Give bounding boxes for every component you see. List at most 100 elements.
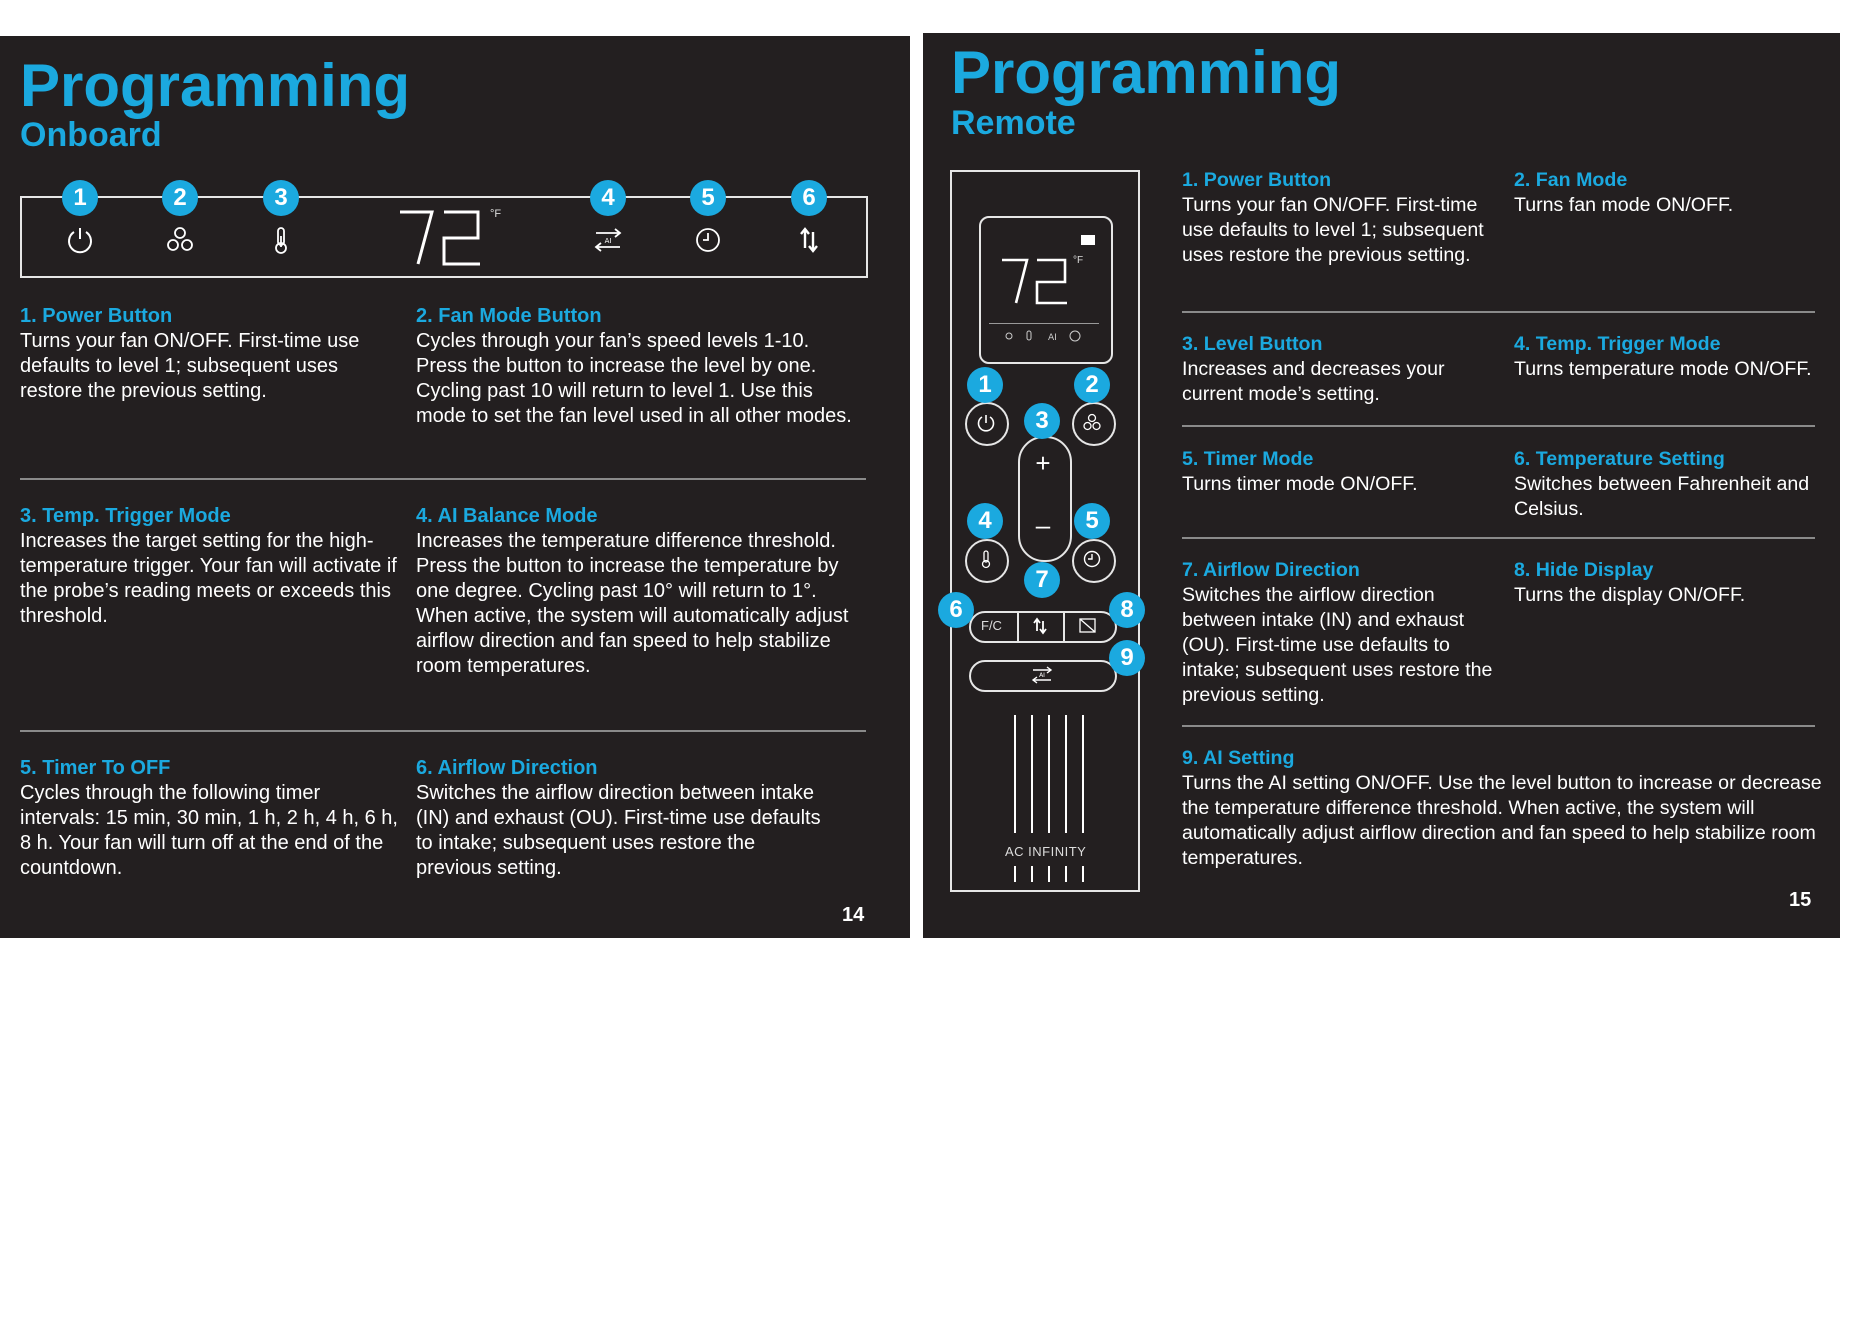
callout-badge-6: 6	[938, 592, 974, 628]
section-heading: 2. Fan Mode	[1514, 169, 1628, 191]
divider	[20, 478, 866, 480]
section-heading: 6. Temperature Setting	[1514, 448, 1725, 470]
section-airflow-direction: 6. Airflow Direction Switches the airflo…	[416, 756, 836, 881]
section-heading: 5. Timer Mode	[1182, 448, 1314, 470]
remote-ai-setting-button[interactable]	[969, 660, 1117, 692]
manual-page-14: Programming Onboard 1 2 3 4 5 6 °F AI	[0, 36, 910, 938]
temperature-display	[400, 210, 480, 266]
svg-text:AI: AI	[1039, 672, 1045, 679]
divider	[20, 730, 866, 732]
remote-brand-logo: AC INFINITY	[1005, 844, 1087, 859]
level-minus[interactable]: –	[1035, 510, 1051, 540]
section-text: Switches the airflow direction between i…	[1182, 584, 1493, 706]
screen-status-icons: AI	[1005, 330, 1081, 343]
remote-temperature-display	[1002, 258, 1067, 305]
section-heading: 6. Airflow Direction	[416, 757, 598, 779]
section-power-button: 1. Power Button Turns your fan ON/OFF. F…	[20, 304, 400, 404]
section-text: Cycles through your fan’s speed levels 1…	[416, 330, 852, 427]
callout-badge-3: 3	[263, 180, 299, 216]
remote-button-row	[969, 611, 1117, 643]
section-text: Turns timer mode ON/OFF.	[1182, 473, 1418, 495]
section-ai-balance-mode: 4. AI Balance Mode Increases the tempera…	[416, 504, 856, 679]
section-text: Turns the AI setting ON/OFF. Use the lev…	[1182, 772, 1822, 869]
section-heading: 7. Airflow Direction	[1182, 559, 1360, 581]
timer-icon[interactable]	[690, 222, 726, 258]
section-airflow-direction: 7. Airflow Direction Switches the airflo…	[1182, 558, 1502, 708]
page-subtitle: Remote	[951, 104, 1076, 142]
power-icon[interactable]	[62, 222, 98, 258]
page-subtitle: Onboard	[20, 116, 162, 154]
section-heading: 1. Power Button	[1182, 169, 1332, 191]
screen-divider	[989, 323, 1099, 324]
section-heading: 2. Fan Mode Button	[416, 305, 602, 327]
remote-fan-mode-button[interactable]	[1072, 402, 1116, 446]
section-heading: 3. Temp. Trigger Mode	[20, 505, 231, 527]
divider	[1182, 311, 1815, 313]
section-temp-trigger-mode: 4. Temp. Trigger Mode Turns temperature …	[1514, 332, 1814, 382]
remote-power-button[interactable]	[965, 402, 1009, 446]
ai-balance-icon: AI	[1031, 666, 1053, 684]
callout-badge-2: 2	[1074, 367, 1110, 403]
callout-badge-4: 4	[967, 503, 1003, 539]
level-plus[interactable]: +	[1035, 448, 1051, 478]
manual-page-15: Programming Remote °F AI + –	[923, 33, 1840, 938]
callout-badge-6: 6	[791, 180, 827, 216]
airflow-icon[interactable]	[791, 222, 827, 258]
section-heading: 5. Timer To OFF	[20, 757, 171, 779]
section-temperature-setting: 6. Temperature Setting Switches between …	[1514, 447, 1824, 522]
section-heading: 8. Hide Display	[1514, 559, 1654, 581]
remote-timer-button[interactable]	[1072, 539, 1116, 583]
callout-badge-7: 7	[1024, 562, 1060, 598]
page-number: 15	[1789, 889, 1812, 911]
section-heading: 1. Power Button	[20, 305, 173, 327]
section-timer-to-off: 5. Timer To OFF Cycles through the follo…	[20, 756, 400, 881]
section-hide-display: 8. Hide Display Turns the display ON/OFF…	[1514, 558, 1814, 608]
hide-display-icon[interactable]	[1078, 617, 1098, 635]
section-text: Turns temperature mode ON/OFF.	[1514, 358, 1812, 380]
page-title: Programming	[951, 39, 1342, 106]
power-icon	[977, 415, 995, 432]
page-title: Programming	[20, 52, 411, 119]
callout-badge-3: 3	[1024, 403, 1060, 439]
section-fan-mode: 2. Fan Mode Turns fan mode ON/OFF.	[1514, 168, 1814, 218]
section-temp-trigger-mode: 3. Temp. Trigger Mode Increases the targ…	[20, 504, 400, 629]
timer-icon	[1083, 550, 1101, 568]
section-heading: 4. Temp. Trigger Mode	[1514, 333, 1721, 355]
section-text: Turns your fan ON/OFF. First-time use de…	[1182, 194, 1484, 266]
section-heading: 4. AI Balance Mode	[416, 505, 598, 527]
section-ai-setting: 9. AI Setting Turns the AI setting ON/OF…	[1182, 746, 1822, 871]
remote-grille-bottom	[1014, 866, 1084, 882]
remote-screen	[979, 216, 1113, 364]
section-text: Switches the airflow direction between i…	[416, 782, 821, 879]
section-heading: 3. Level Button	[1182, 333, 1323, 355]
callout-badge-2: 2	[162, 180, 198, 216]
section-text: Cycles through the following timer inter…	[20, 782, 398, 879]
fan-icon	[1083, 413, 1101, 431]
page-number: 14	[842, 904, 865, 926]
divider	[1182, 425, 1815, 427]
section-text: Increases and decreases your current mod…	[1182, 358, 1445, 405]
remote-temp-trigger-button[interactable]	[965, 539, 1009, 583]
temperature-unit: °F	[490, 208, 502, 220]
section-timer-mode: 5. Timer Mode Turns timer mode ON/OFF.	[1182, 447, 1492, 497]
thermometer-icon[interactable]	[263, 222, 299, 258]
section-level-button: 3. Level Button Increases and decreases …	[1182, 332, 1492, 407]
section-fan-mode-button: 2. Fan Mode Button Cycles through your f…	[416, 304, 856, 429]
section-text: Turns your fan ON/OFF. First-time use de…	[20, 330, 360, 402]
ai-balance-icon[interactable]: AI	[590, 222, 626, 258]
section-text: Increases the temperature difference thr…	[416, 530, 849, 677]
fan-icon[interactable]	[162, 222, 198, 258]
battery-icon	[1081, 235, 1095, 245]
thermometer-icon	[981, 550, 991, 569]
callout-badge-5: 5	[690, 180, 726, 216]
section-text: Turns fan mode ON/OFF.	[1514, 194, 1734, 216]
svg-text:AI: AI	[1048, 333, 1057, 343]
fc-button[interactable]: F/C	[981, 618, 1002, 633]
divider	[1182, 537, 1815, 539]
callout-badge-9: 9	[1109, 640, 1145, 676]
airflow-icon[interactable]	[1029, 615, 1051, 637]
callout-badge-1: 1	[62, 180, 98, 216]
remote-control	[950, 170, 1140, 892]
divider	[1182, 725, 1815, 727]
row-separator	[1017, 613, 1019, 641]
